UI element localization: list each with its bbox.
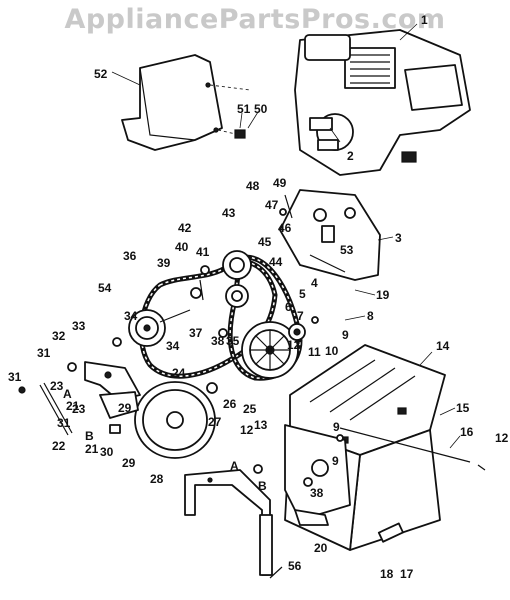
callout-9-mid: 9 xyxy=(333,420,340,434)
callout-12-upper: 12 xyxy=(287,338,301,352)
callout-20: 20 xyxy=(314,541,328,555)
callout-38-upper: 38 xyxy=(211,334,225,348)
callout-29-a: 29 xyxy=(118,401,132,415)
callout-6: 6 xyxy=(285,300,292,314)
mounting-bracket-part xyxy=(184,469,273,576)
callout-22: 22 xyxy=(52,439,66,453)
callout-44: 44 xyxy=(269,255,283,269)
callout-11: 11 xyxy=(308,345,321,359)
callout-10: 10 xyxy=(325,344,339,358)
hardware-fasteners xyxy=(18,194,486,579)
callout-35: 35 xyxy=(226,334,240,348)
callout-37: 37 xyxy=(189,326,203,340)
pulley-part xyxy=(128,250,306,459)
callout-17: 17 xyxy=(400,567,414,581)
callout-8: 8 xyxy=(367,309,374,323)
callout-38-lower: 38 xyxy=(310,486,324,500)
callout-30: 30 xyxy=(100,445,114,459)
callout-16: 16 xyxy=(460,425,474,439)
leader-lines xyxy=(111,23,461,449)
callout-2: 2 xyxy=(347,149,354,163)
callout-53: 53 xyxy=(340,243,354,257)
callout-39: 39 xyxy=(157,256,171,270)
callout-46: 46 xyxy=(278,221,292,235)
callout-21-b: 21 xyxy=(85,442,99,456)
callout-56: 56 xyxy=(288,559,302,573)
callout-12-right: 12 xyxy=(495,431,509,445)
callout-54: 54 xyxy=(98,281,112,295)
callout-23-b: 23 xyxy=(72,402,86,416)
callout-labels: 1 52 51 50 2 48 49 47 43 42 46 45 3 53 4… xyxy=(8,13,509,581)
callout-25: 25 xyxy=(243,402,257,416)
callout-32: 32 xyxy=(52,329,66,343)
callout-A-left: A xyxy=(63,387,72,401)
callout-31-b: 31 xyxy=(8,370,22,384)
callout-9-upper: 9 xyxy=(342,328,349,342)
belt-cover-part xyxy=(121,54,251,151)
callout-45: 45 xyxy=(258,235,272,249)
callout-33: 33 xyxy=(72,319,86,333)
callout-15: 15 xyxy=(456,401,470,415)
callout-41: 41 xyxy=(196,245,210,259)
side-plate-part xyxy=(284,424,351,526)
callout-21-a: 21 xyxy=(66,399,80,413)
callout-47: 47 xyxy=(265,198,279,212)
shaft-rod-part xyxy=(159,254,471,543)
callout-18: 18 xyxy=(380,567,394,581)
callout-24: 24 xyxy=(172,366,186,380)
engine-part xyxy=(294,29,471,176)
callout-50: 50 xyxy=(254,102,268,116)
idler-bracket-part xyxy=(39,361,141,436)
callout-31-a: 31 xyxy=(37,346,51,360)
callout-12-mid: 12 xyxy=(240,423,254,437)
callout-B-left: B xyxy=(85,429,94,443)
callout-51: 51 xyxy=(237,102,251,116)
callout-40: 40 xyxy=(175,240,189,254)
callout-26: 26 xyxy=(223,397,237,411)
callout-28: 28 xyxy=(150,472,164,486)
callout-48: 48 xyxy=(246,179,260,193)
callout-A-bottom: A xyxy=(230,459,239,473)
callout-29-b: 29 xyxy=(122,456,136,470)
callout-4: 4 xyxy=(311,276,318,290)
callout-7: 7 xyxy=(297,309,304,323)
callout-B-bottom: B xyxy=(258,479,267,493)
callout-14: 14 xyxy=(436,339,450,353)
callout-42: 42 xyxy=(178,221,192,235)
callout-5: 5 xyxy=(299,287,306,301)
callout-19: 19 xyxy=(376,288,390,302)
callout-27: 27 xyxy=(208,415,222,429)
callout-9-lower: 9 xyxy=(332,454,339,468)
callout-49: 49 xyxy=(273,176,287,190)
callout-31-c: 31 xyxy=(57,416,71,430)
callout-3: 3 xyxy=(395,231,402,245)
callout-23-a: 23 xyxy=(50,379,64,393)
callout-43: 43 xyxy=(222,206,236,220)
callout-36: 36 xyxy=(123,249,137,263)
callout-13: 13 xyxy=(254,418,268,432)
callout-34-lower: 34 xyxy=(166,339,180,353)
callout-52: 52 xyxy=(94,67,108,81)
engine-plate-part xyxy=(279,189,381,281)
callout-1: 1 xyxy=(421,13,428,27)
callout-34-upper: 34 xyxy=(124,309,138,323)
